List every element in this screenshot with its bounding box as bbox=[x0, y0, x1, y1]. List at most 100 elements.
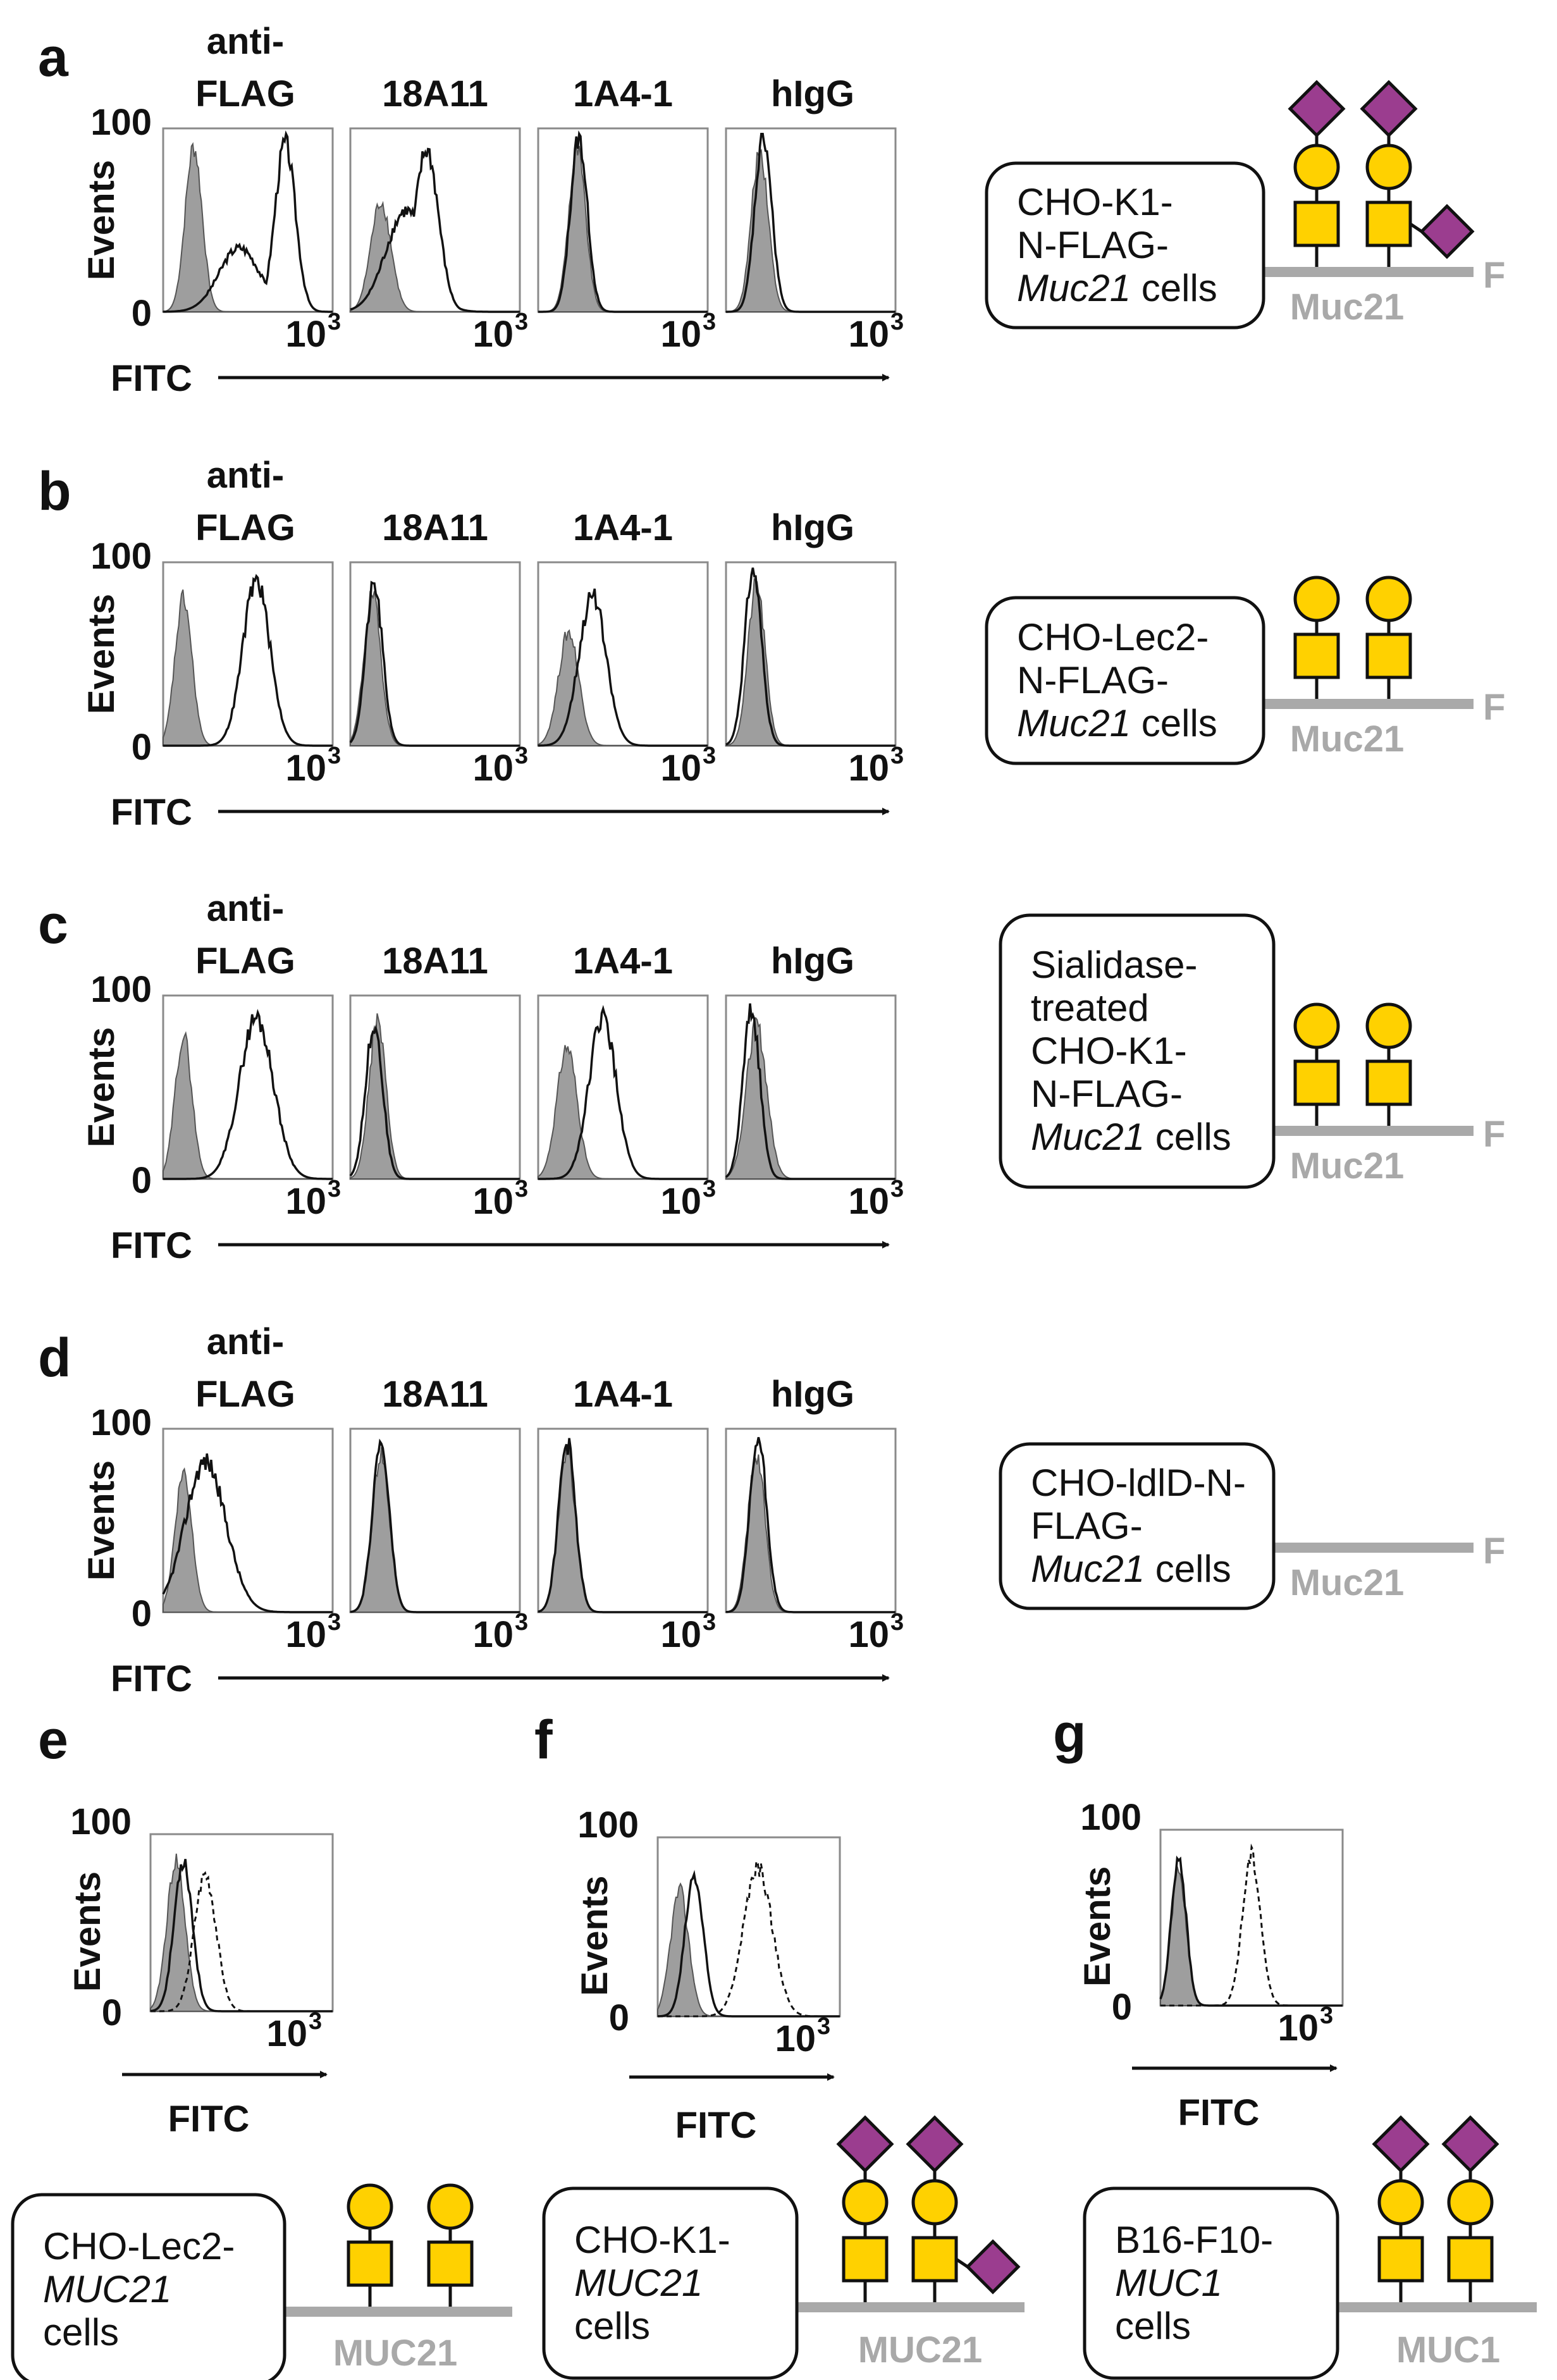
cell-suffix: cells bbox=[1131, 267, 1217, 309]
cell-suffix: cells bbox=[1131, 702, 1217, 744]
y-axis-label: Events bbox=[1077, 1866, 1118, 1987]
protein-label: Muc21 bbox=[1290, 718, 1405, 760]
x-axis-label: FITC bbox=[111, 1658, 192, 1699]
sialic-acid-icon bbox=[1360, 80, 1418, 138]
galactose-icon bbox=[1293, 576, 1340, 622]
antibody-label: 1A4-1 bbox=[573, 73, 673, 114]
y-axis-label: Events bbox=[81, 1460, 122, 1581]
cell-line-text: MUC21 bbox=[574, 2262, 703, 2304]
glycan-chain bbox=[1288, 80, 1346, 267]
x-tick-exponent: 3 bbox=[703, 1609, 716, 1636]
cell-line-text: CHO-K1- bbox=[1031, 1030, 1187, 1072]
x-axis-label: FITC bbox=[111, 358, 192, 399]
cell-line-text: MUC1 bbox=[1115, 2262, 1222, 2304]
sample-histogram bbox=[163, 574, 333, 747]
x-tick-label: 10 bbox=[472, 1614, 514, 1655]
antibody-label: FLAG bbox=[195, 73, 295, 114]
protein-label: Muc21 bbox=[1290, 287, 1405, 328]
galactose-icon bbox=[842, 2179, 889, 2226]
antibody-label: FLAG bbox=[195, 1374, 295, 1415]
cell-line-text: N-FLAG- bbox=[1017, 224, 1169, 266]
cell-box-outline bbox=[999, 1442, 1276, 1610]
histogram-plot bbox=[349, 994, 521, 1180]
cell-line-text: CHO-K1- bbox=[574, 2219, 730, 2261]
galnac-icon bbox=[911, 2236, 958, 2283]
cell-line-text: CHO-ldlD-N- bbox=[1031, 1462, 1246, 1504]
y-axis-label: Events bbox=[81, 1027, 122, 1147]
x-tick-label: 10 bbox=[848, 1614, 889, 1655]
histogram-plot bbox=[656, 1836, 841, 2018]
cell-suffix: cells bbox=[1145, 1116, 1231, 1158]
antibody-label: FLAG bbox=[195, 940, 295, 982]
y-min-label: 0 bbox=[132, 293, 152, 334]
cell-box-outline bbox=[542, 2186, 799, 2380]
x-tick-label: 10 bbox=[285, 748, 326, 789]
y-min-label: 0 bbox=[1112, 1987, 1132, 2028]
antibody-label-line1: anti- bbox=[207, 1321, 284, 1362]
antibody-label: 1A4-1 bbox=[573, 507, 673, 548]
antibody-label: 1A4-1 bbox=[573, 940, 673, 982]
sample-histogram bbox=[538, 588, 708, 747]
panel-letter: b bbox=[38, 461, 71, 522]
galactose-icon bbox=[1293, 1002, 1340, 1049]
galactose-icon bbox=[1365, 144, 1412, 190]
panel-letter: g bbox=[1053, 1703, 1086, 1764]
x-tick-exponent: 3 bbox=[328, 1176, 341, 1202]
sample-histogram bbox=[725, 1437, 895, 1613]
x-axis-label: FITC bbox=[111, 792, 192, 833]
cell-line-text: cells bbox=[43, 2311, 119, 2353]
y-max-label: 100 bbox=[90, 102, 152, 143]
glycan-chain bbox=[1293, 1002, 1340, 1126]
antibody-label: FLAG bbox=[195, 507, 295, 548]
galnac-icon bbox=[1293, 632, 1340, 679]
y-axis-label: Events bbox=[67, 1871, 108, 1992]
antibody-label: hIgG bbox=[771, 73, 854, 114]
x-tick-exponent: 3 bbox=[328, 743, 341, 769]
x-tick-exponent: 3 bbox=[890, 1176, 904, 1202]
histogram-plot bbox=[725, 994, 897, 1180]
x-tick-label: 10 bbox=[660, 748, 701, 789]
y-min-label: 0 bbox=[132, 1593, 152, 1634]
cell-box-outline bbox=[985, 161, 1265, 330]
sample-histogram bbox=[538, 130, 708, 313]
flag-tag-label: F bbox=[1483, 255, 1505, 296]
cell-line-text: MUC21 bbox=[43, 2268, 171, 2310]
cell-line-box: CHO-ldlD-N-FLAG-Muc21 cells bbox=[999, 1442, 1276, 1610]
cell-line-text: Muc21 cells bbox=[1017, 267, 1217, 309]
x-axis-label: FITC bbox=[1178, 2092, 1260, 2133]
cell-line-text: Muc21 cells bbox=[1017, 702, 1217, 744]
cell-line-text: Sialidase- bbox=[1031, 944, 1197, 986]
sialic-acid-icon bbox=[1419, 204, 1475, 259]
sample-histogram bbox=[726, 132, 895, 313]
x-tick-label: 10 bbox=[472, 314, 514, 355]
protein-label: MUC21 bbox=[333, 2333, 458, 2374]
x-tick-exponent: 3 bbox=[515, 1609, 528, 1636]
galnac-icon bbox=[1377, 2236, 1424, 2283]
cell-suffix: cells bbox=[1145, 1548, 1231, 1590]
glycan-chain bbox=[1441, 2115, 1499, 2302]
x-tick-label: 10 bbox=[848, 1181, 889, 1222]
histogram-plot bbox=[162, 127, 334, 313]
galnac-icon bbox=[427, 2240, 474, 2287]
sample-histogram bbox=[725, 567, 895, 747]
antibody-label: hIgG bbox=[771, 940, 854, 982]
histogram-plot bbox=[725, 1427, 897, 1613]
cell-box-outline bbox=[999, 913, 1276, 1189]
histogram-plot bbox=[349, 561, 521, 747]
y-max-label: 100 bbox=[577, 1804, 639, 1846]
glycan-chain bbox=[1293, 576, 1340, 699]
gene-name: MUC21 bbox=[43, 2268, 171, 2310]
flag-tag-label: F bbox=[1483, 1114, 1505, 1155]
x-tick-exponent: 3 bbox=[1320, 2002, 1333, 2029]
x-tick-exponent: 3 bbox=[817, 2013, 830, 2040]
antibody-label-line1: anti- bbox=[207, 21, 284, 62]
sample-histogram bbox=[725, 1003, 895, 1180]
x-tick-exponent: 3 bbox=[890, 309, 904, 335]
